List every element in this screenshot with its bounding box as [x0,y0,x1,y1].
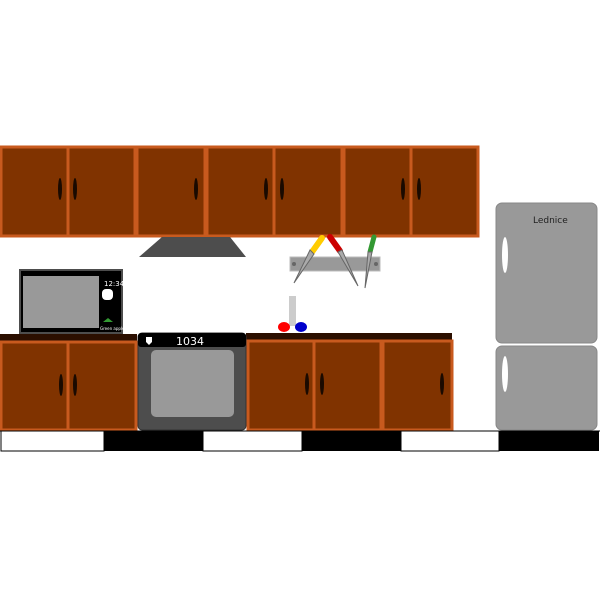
fridge-handle [502,237,508,273]
cabinet-handle [440,373,444,395]
cabinet-handle [280,178,284,200]
microwave-label: Green apple [100,326,125,331]
range-hood [139,237,246,257]
fridge-label: Lednice [533,216,568,226]
cold-water-knob [295,322,307,332]
oven-window [151,350,234,417]
hot-water-knob [278,322,290,332]
microwave-dial [102,289,113,300]
knife-yellow [293,235,325,284]
cabinet-handle [59,374,63,396]
fridge-upper-door [495,202,598,344]
upper-cabinet-double-left [0,145,137,238]
knife-rack [289,234,381,289]
cabinet-handle [73,374,77,396]
knife-green [364,234,377,289]
upper-cabinet-single [135,145,207,238]
fridge-lower-door [495,345,598,431]
upper-cabinets [0,145,480,238]
oven-knob [146,337,152,345]
oven: 1034 [137,332,247,431]
cabinet-handle [264,178,268,200]
lower-cabinet-right [381,339,454,432]
apple-icon [103,318,113,322]
checkered-floor [0,430,600,452]
cabinet-handle [73,178,77,200]
refrigerator: Lednice [495,202,598,431]
countertop-left [0,334,137,342]
oven-display: 1034 [176,335,204,348]
cabinet-handle [58,178,62,200]
lower-cabinet-left [0,340,138,432]
upper-cabinet-double-middle [205,145,344,238]
fridge-handle [502,356,508,392]
cabinet-handle [320,373,324,395]
knife-red [327,234,359,287]
cabinet-handle [194,178,198,200]
microwave-clock: 12:34 [104,280,125,288]
cabinet-handle [305,373,309,395]
lower-cabinet-sink [246,339,383,432]
microwave: 12:34 Green apple [19,269,125,334]
faucet [278,296,307,332]
countertop-right [246,333,452,341]
cabinet-handle [417,178,421,200]
upper-cabinet-double-right [342,145,480,238]
cabinet-handle [401,178,405,200]
